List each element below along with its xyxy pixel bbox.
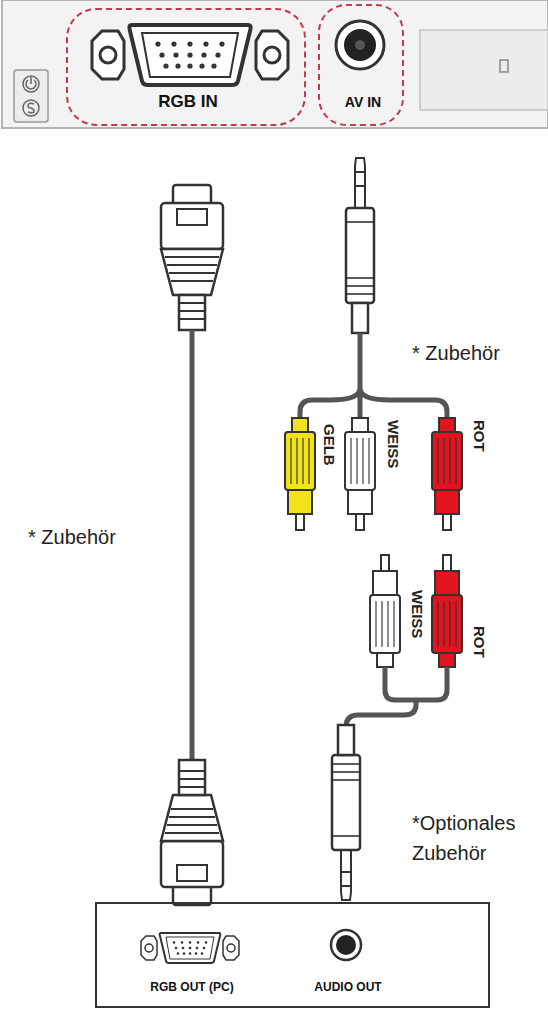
rca-red <box>432 555 462 667</box>
panel-icons <box>23 76 39 116</box>
audio-jack-plug <box>332 725 360 900</box>
note-label: *Optionales Zubehör <box>412 808 540 868</box>
rgb-in-port <box>92 25 288 85</box>
color-label: WEISS <box>410 590 425 638</box>
rca-white <box>370 555 400 667</box>
vga-cable <box>190 330 195 765</box>
port-label: RGB OUT (PC) <box>150 980 233 994</box>
audio-cable <box>346 667 447 760</box>
port-label: AUDIO OUT <box>314 980 381 994</box>
audio-out-jack <box>331 930 361 960</box>
vga-plug-top <box>161 185 223 330</box>
av-in-jack <box>336 21 384 69</box>
note-label: * Zubehör <box>412 342 500 365</box>
color-label: ROT <box>472 626 487 658</box>
color-label: GELB <box>322 424 337 466</box>
vga-plug-bottom <box>161 760 223 905</box>
device-panel <box>2 0 548 128</box>
port-box: RGB OUT (PC) AUDIO OUT <box>95 902 490 1008</box>
port-box: RGB IN <box>66 8 306 126</box>
port-label: AV IN <box>345 94 381 110</box>
av-jack-plug <box>346 158 374 333</box>
port-label: RGB IN <box>158 92 218 112</box>
rgb-out-port <box>141 933 239 963</box>
color-label: WEISS <box>386 420 401 468</box>
color-label: ROT <box>472 420 487 452</box>
port-box: AV IN <box>318 4 404 126</box>
note-label: * Zubehör <box>28 526 116 549</box>
